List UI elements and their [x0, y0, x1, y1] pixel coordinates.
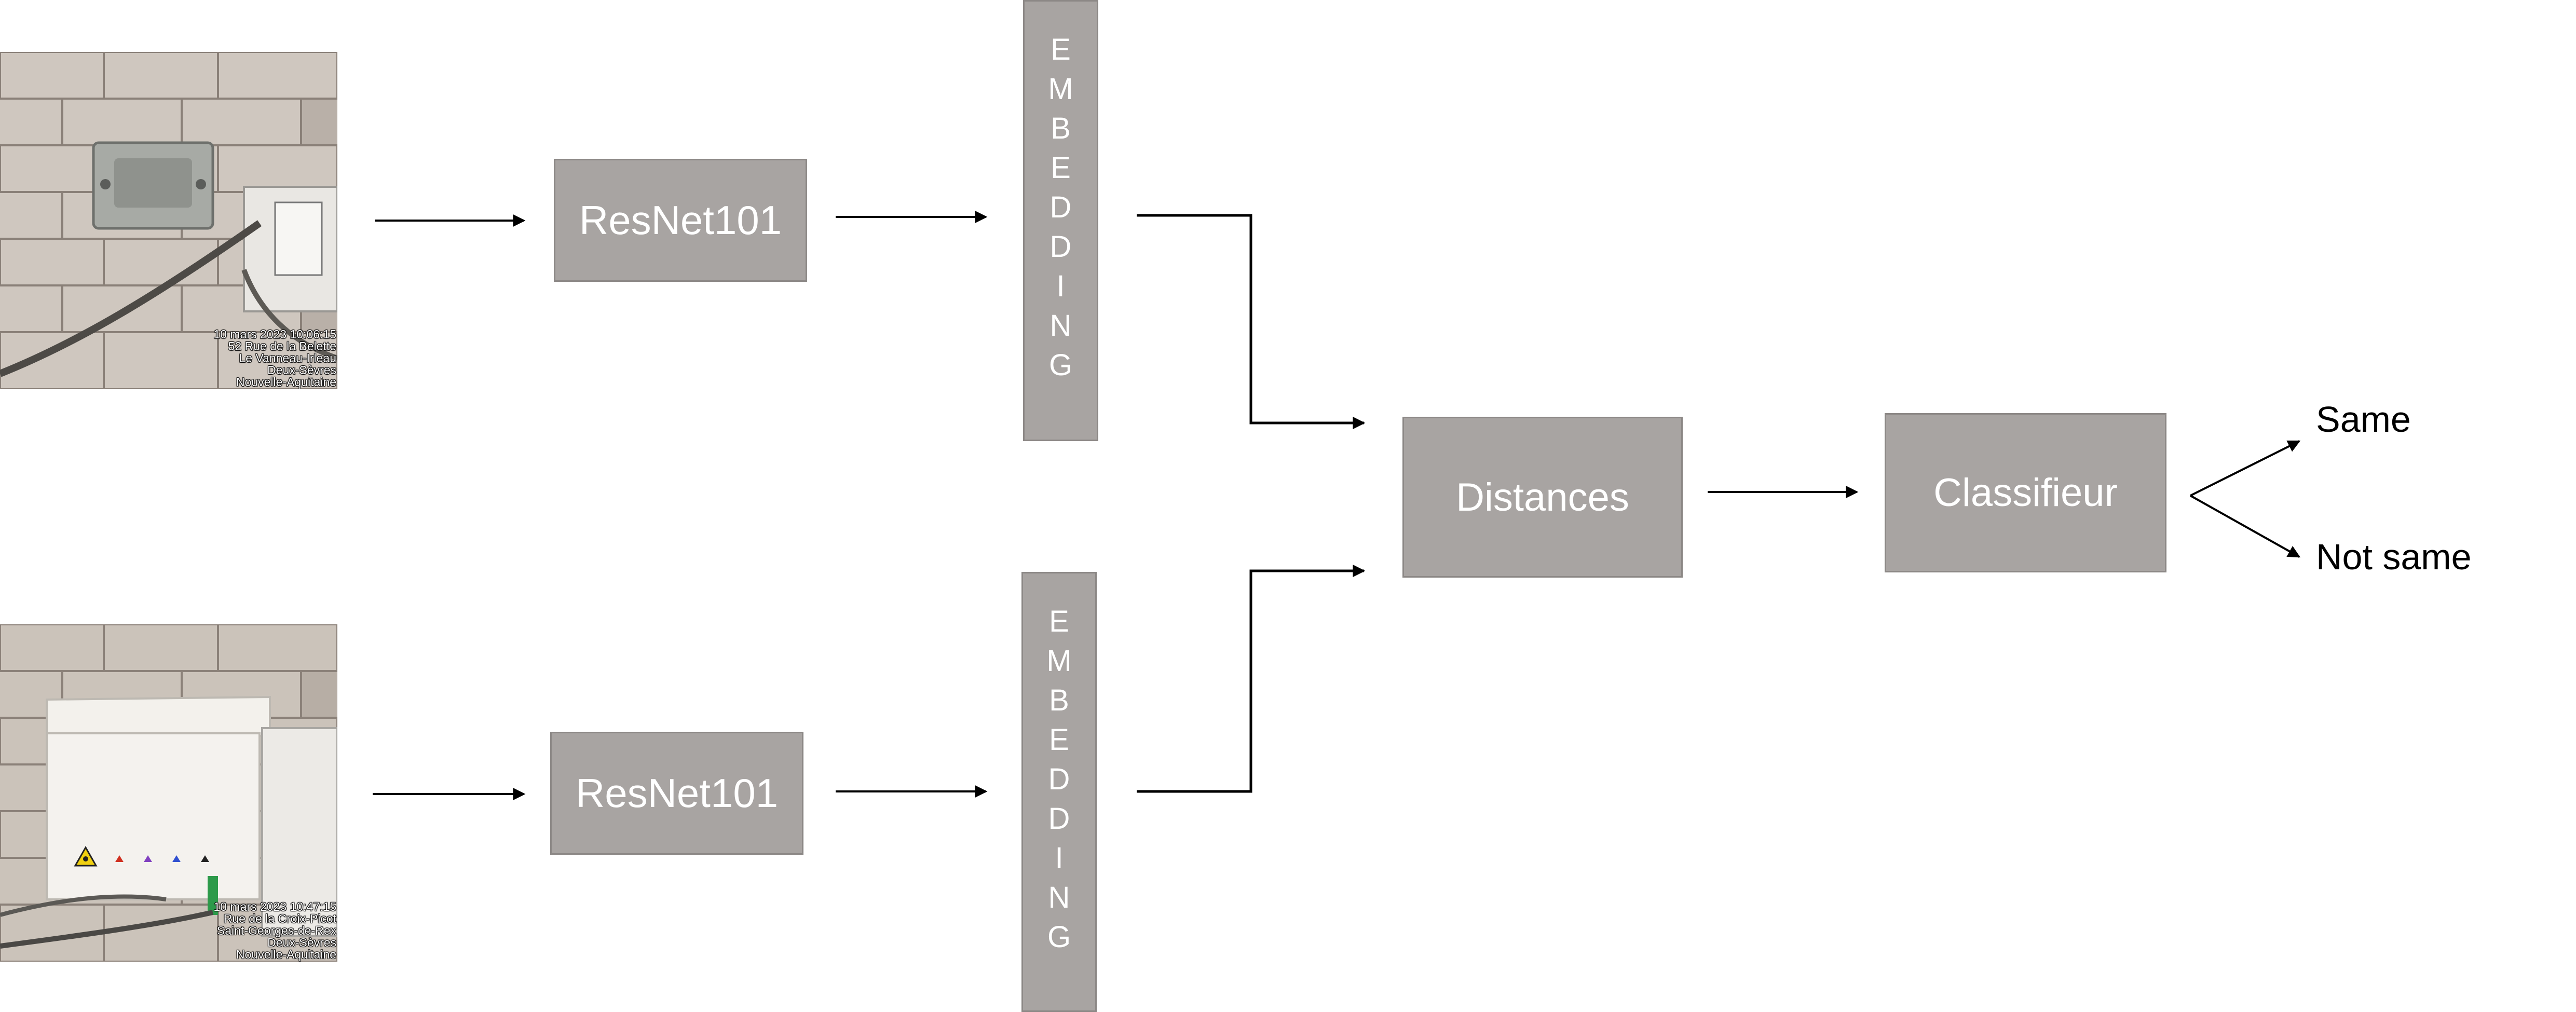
- arrow-to-not-same: [2190, 495, 2301, 558]
- embedding-letter: N: [1048, 881, 1070, 914]
- embedding-letter: M: [1046, 644, 1072, 678]
- embedding-letter: B: [1051, 112, 1071, 145]
- embedding-letter: D: [1048, 802, 1070, 836]
- brick-wall-socket-image: [0, 52, 337, 389]
- stamp-line: Rue de la Croix-Picot: [223, 912, 336, 925]
- photo-timestamp-bottom: 10 mars 2023 10:47:15 Rue de la Croix-Pi…: [213, 901, 336, 961]
- stamp-line: Nouvelle-Aquitaine: [236, 375, 336, 389]
- distances-block: Distances: [1402, 417, 1683, 578]
- embedding-letter: E: [1049, 723, 1069, 757]
- embedding-letter: B: [1049, 683, 1069, 717]
- embedding-letter: G: [1048, 348, 1073, 382]
- input-photo-bottom: 10 mars 2023 10:47:15 Rue de la Croix-Pi…: [0, 624, 337, 962]
- stamp-line: 10 mars 2023 10:06:15: [213, 327, 336, 341]
- embedding-letter: E: [1051, 33, 1071, 66]
- block-label: Classifieur: [1933, 471, 2118, 515]
- embedding-letter: D: [1050, 190, 1072, 224]
- arrow-to-same: [2190, 440, 2301, 497]
- stamp-line: 10 mars 2023 10:47:15: [213, 900, 336, 913]
- photo-timestamp-top: 10 mars 2023 10:06:15 52 Rue de la Belet…: [213, 329, 336, 388]
- stamp-line: 52 Rue de la Belette: [228, 339, 336, 353]
- block-label: Distances: [1456, 475, 1629, 519]
- stamp-line: Deux-Sèvres: [267, 363, 336, 377]
- resnet101-block-top: ResNet101: [554, 159, 807, 282]
- embedding-letter: D: [1050, 230, 1072, 264]
- embedding-letter: M: [1048, 72, 1073, 106]
- embedding-letter: E: [1051, 151, 1071, 185]
- block-label: ResNet101: [575, 770, 779, 816]
- arrow-embedding-to-distances-bottom: [1137, 565, 1366, 793]
- resnet101-block-bottom: ResNet101: [550, 732, 803, 855]
- input-photo-top: 10 mars 2023 10:06:15 52 Rue de la Belet…: [0, 52, 337, 389]
- stamp-line: Saint-Georges-de-Rex: [216, 924, 336, 937]
- output-same-label: Same: [2316, 399, 2411, 440]
- embedding-letter: G: [1047, 920, 1071, 954]
- output-not-same-label: Not same: [2316, 537, 2472, 577]
- embedding-letter: I: [1055, 841, 1064, 875]
- block-label: ResNet101: [579, 197, 782, 243]
- stamp-line: Nouvelle-Aquitaine: [236, 948, 336, 961]
- stamp-line: Deux-Sèvres: [267, 936, 336, 949]
- classifier-block: Classifieur: [1885, 413, 2166, 572]
- embedding-letter: I: [1056, 269, 1065, 303]
- arrow-embedding-to-distances-top: [1137, 214, 1366, 429]
- embedding-letter: N: [1050, 309, 1072, 343]
- embedding-letter: D: [1048, 762, 1070, 796]
- stamp-line: Le Vanneau-Irleau: [239, 351, 336, 365]
- fiber-box-image: [0, 624, 337, 962]
- embedding-letter: E: [1049, 605, 1069, 638]
